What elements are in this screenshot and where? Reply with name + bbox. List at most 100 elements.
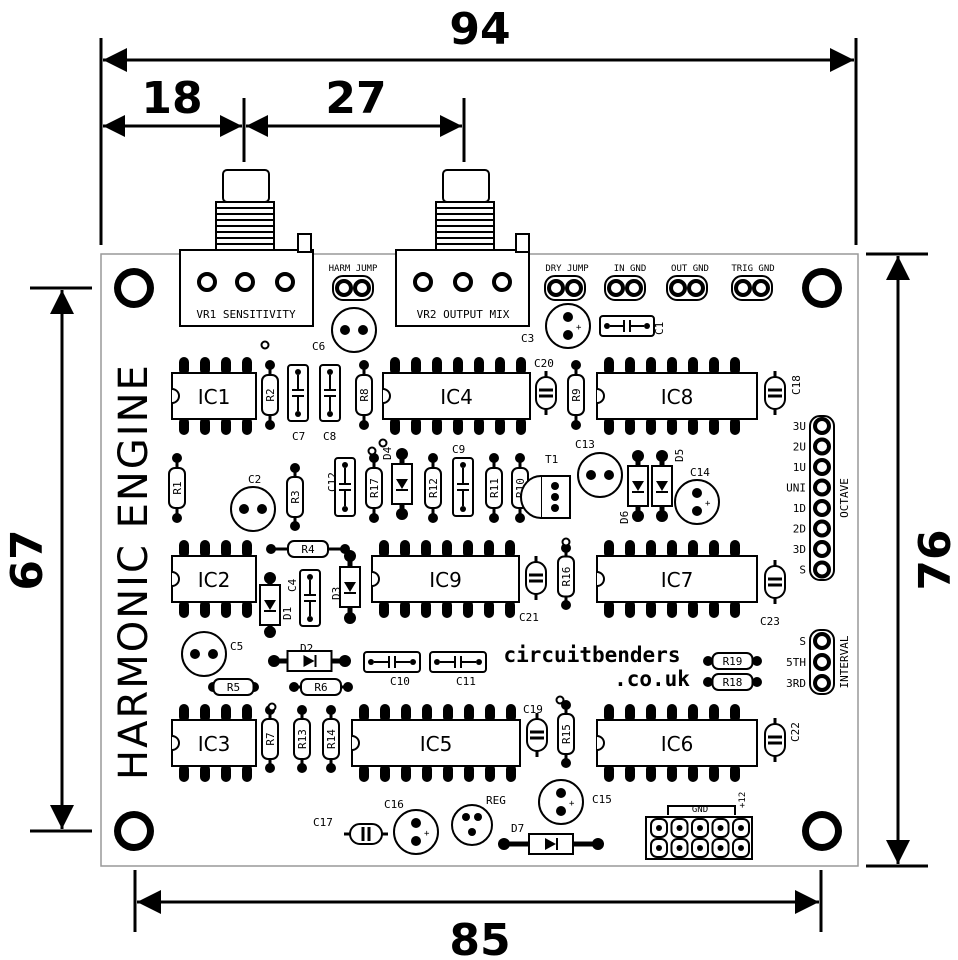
ic9-label: IC9 (429, 568, 462, 592)
r4-resistor: R4 (266, 540, 350, 558)
c10-capacitor: C10 (363, 651, 421, 688)
c13-label: C13 (575, 438, 595, 451)
r15-resistor: R15 (557, 700, 575, 768)
octave-pin-label: 2U (793, 441, 806, 454)
r17-label: R17 (368, 478, 381, 498)
pot-vr1: VR1 SENSITIVITY (179, 169, 314, 327)
via (260, 340, 270, 350)
c3-plus: + (576, 323, 582, 333)
ic7-chip: IC7 (596, 540, 758, 618)
r17-resistor: R17 (365, 453, 383, 523)
dimension-height-left: 67 (2, 529, 53, 590)
r9-resistor: R9 (567, 360, 585, 430)
r8-resistor: R8 (355, 360, 373, 430)
c12-label: C12 (326, 472, 339, 492)
c16-capacitor: +C16 (384, 798, 439, 855)
r19-label: R19 (723, 655, 743, 668)
c13-plus: + (608, 472, 614, 482)
c22-label: C22 (789, 722, 802, 742)
c15-capacitor: +C15 (538, 779, 612, 825)
c17-capacitor: C17 (313, 816, 388, 845)
r1-label: R1 (171, 481, 184, 494)
c21-capacitor: C21 (519, 556, 547, 624)
c3-capacitor: + C3 (521, 303, 591, 349)
vr2-label: VR2 OUTPUT MIX (417, 308, 510, 321)
board-title: HARMONIC ENGINE (111, 363, 157, 780)
r6-label: R6 (314, 681, 327, 694)
r11-resistor: R11 (485, 453, 503, 523)
r18-resistor: R18 (703, 673, 762, 691)
octave-pin-label: 3D (793, 543, 806, 556)
ic4-label: IC4 (440, 385, 473, 409)
c19-label: C19 (523, 703, 543, 716)
c23-label: C23 (760, 615, 780, 628)
gnd-label: GND (692, 805, 708, 815)
brand-line-2: .co.uk (614, 667, 690, 691)
r11-label: R11 (488, 478, 501, 498)
r15-label: R15 (560, 724, 573, 744)
d2-diode: D2 (268, 642, 351, 672)
r16-label: R16 (560, 567, 573, 587)
c22-capacitor: C22 (764, 718, 802, 762)
harm-jump-pins (332, 275, 374, 301)
c7-capacitor: C7 (287, 364, 309, 443)
c17-label: C17 (313, 816, 333, 829)
r12-label: R12 (427, 478, 440, 498)
via (561, 537, 571, 547)
r8-label: R8 (358, 388, 371, 401)
c20-capacitor: C20 (534, 357, 557, 415)
pot-vr2: VR2 OUTPUT MIX (395, 169, 530, 327)
via (378, 438, 388, 448)
via (367, 446, 377, 456)
d3-label: D3 (330, 587, 343, 600)
dimension-vr2-offset: 27 (325, 73, 386, 124)
ic7-label: IC7 (661, 568, 694, 592)
ic2-label: IC2 (198, 568, 231, 592)
c1-capacitor: C1 (599, 315, 666, 337)
via (555, 695, 565, 705)
c8-label: C8 (323, 430, 336, 443)
header-pin-pairs (332, 275, 773, 301)
c15-label: C15 (592, 793, 612, 806)
c18-label: C18 (790, 375, 803, 395)
ic8-label: IC8 (661, 385, 694, 409)
c3-label: C3 (521, 332, 534, 345)
c6-plus: + (362, 327, 368, 337)
d4-diode: D4 (381, 446, 413, 520)
c18-capacitor: C18 (764, 371, 803, 415)
c14-capacitor: + C14 (674, 466, 720, 525)
c13-capacitor: + C13 (575, 438, 623, 498)
vr1-label: VR1 SENSITIVITY (196, 308, 296, 321)
octave-pin-label: 1U (793, 461, 806, 474)
interval-pin-label: 3RD (786, 677, 806, 690)
dimension-width-top: 94 (449, 4, 510, 55)
c9-label: C9 (452, 443, 465, 456)
d6-label: D6 (618, 511, 631, 524)
in-gnd-pins (604, 275, 646, 301)
ic6-chip: IC6 (596, 704, 758, 782)
c2-plus: + (261, 506, 267, 516)
d7-label: D7 (511, 822, 524, 835)
c5-plus: + (212, 651, 218, 661)
r2-resistor: R2 (261, 360, 279, 430)
c7-label: C7 (292, 430, 305, 443)
c14-plus: + (705, 499, 711, 509)
brand-line-1: circuitbenders (503, 643, 680, 667)
c6-label: C6 (312, 340, 325, 353)
r9-label: R9 (570, 388, 583, 401)
d4-label: D4 (381, 446, 394, 460)
r5-label: R5 (227, 681, 240, 694)
interval-pin-label: S (799, 635, 806, 648)
out-gnd-pins (666, 275, 708, 301)
c14-label: C14 (690, 466, 710, 479)
t1-transistor: T1 (520, 453, 571, 519)
r19-resistor: R19 (703, 652, 762, 670)
c16-label: C16 (384, 798, 404, 811)
c21-label: C21 (519, 611, 539, 624)
r4-label: R4 (301, 543, 315, 556)
c11-label: C11 (456, 675, 476, 688)
d1-label: D1 (281, 607, 294, 620)
d5-diode: D5 (651, 449, 686, 522)
